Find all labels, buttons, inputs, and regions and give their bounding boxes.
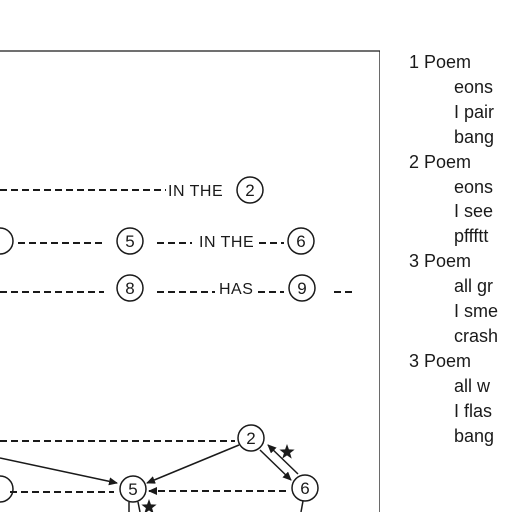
node-circle-5	[116, 227, 144, 255]
poem-line: I see	[454, 201, 494, 222]
poem-line: crash	[454, 325, 499, 346]
arrow-edge	[267, 444, 299, 475]
edge	[137, 501, 141, 512]
node-circle-9	[288, 274, 316, 302]
poem-line: all gr	[454, 276, 494, 297]
poem-block: 1 Poem eons I pair bang	[409, 50, 512, 150]
poem-line: eons	[454, 76, 494, 97]
poem-title: 3 Poem	[409, 251, 472, 272]
poem-list: 1 Poem eons I pair bang 2 Poem eons I se…	[409, 50, 512, 449]
network-node-2	[237, 424, 265, 452]
poem-line: pffftt	[454, 226, 489, 247]
poem-line: all w	[454, 375, 491, 396]
label-has: HAS	[219, 281, 253, 298]
node-label-8: 8	[125, 279, 134, 298]
arrow-edge	[146, 444, 240, 484]
node-label-2: 2	[245, 181, 254, 200]
poem-block: 3 Poem all gr I sme crash	[409, 249, 512, 349]
panel-border	[0, 50, 380, 512]
network-node-label-5: 5	[128, 480, 137, 499]
node-circle-6	[287, 227, 315, 255]
poem-block: 3 Poem all w I flas bang	[409, 349, 512, 449]
poem-line: I flas	[454, 400, 493, 421]
poem-line: bang	[454, 425, 495, 446]
diagram-panel: IN THE 2 5 IN THE 6 8 HAS 9 2 5 6	[0, 50, 380, 512]
node-circle-partial	[0, 227, 14, 255]
node-label-9: 9	[297, 279, 306, 298]
network-node-label-2: 2	[246, 429, 255, 448]
node-label-5: 5	[125, 232, 134, 251]
node-circle-8	[116, 274, 144, 302]
label-in-the: IN THE	[168, 183, 223, 200]
network-node-6	[291, 474, 319, 502]
poem-title: 3 Poem	[409, 350, 472, 371]
poem-title: 2 Poem	[409, 151, 472, 172]
arrow-edge	[259, 449, 292, 481]
node-circle-partial	[0, 475, 14, 503]
poem-line: bang	[454, 126, 495, 147]
arrow-edge	[0, 457, 118, 486]
poem-line: eons	[454, 176, 494, 197]
poem-line: I sme	[454, 301, 499, 322]
star-icon	[279, 444, 295, 459]
star-icon	[141, 499, 157, 512]
poem-block: 2 Poem eons I see pffftt	[409, 150, 512, 250]
poem-title: 1 Poem	[409, 52, 472, 72]
node-label-6: 6	[296, 232, 305, 251]
network-node-label-6: 6	[300, 479, 309, 498]
edge	[300, 500, 304, 512]
node-circle-2	[236, 176, 264, 204]
network-node-5	[119, 475, 147, 503]
poem-line: I pair	[454, 101, 495, 122]
label-in-the: IN THE	[199, 234, 254, 251]
